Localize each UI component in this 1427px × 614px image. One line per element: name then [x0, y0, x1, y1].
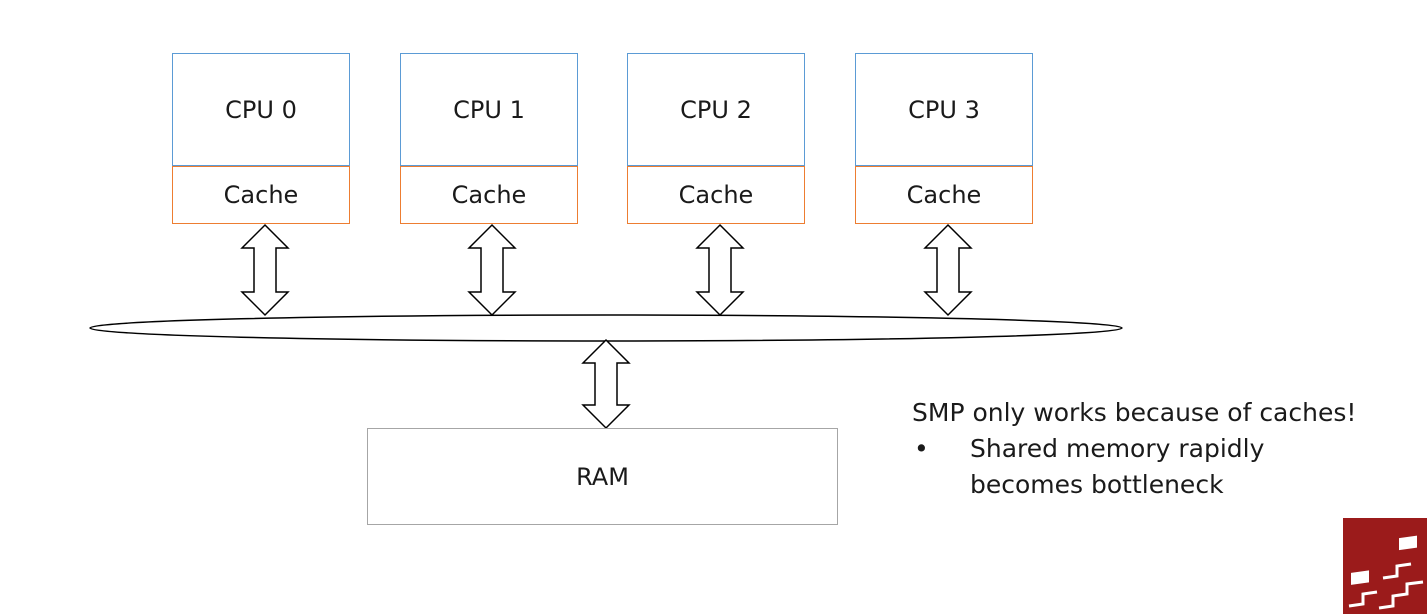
cpu-1-cache-box: Cache	[400, 166, 578, 224]
cpu-0-cache-label: Cache	[223, 181, 299, 209]
arrow-cpu0-bus	[240, 223, 290, 317]
double-headed-arrow-icon	[695, 223, 745, 317]
cpu-1-box: CPU 1	[400, 53, 578, 166]
cpu-3-box: CPU 3	[855, 53, 1033, 166]
bullet-dot-icon: •	[914, 434, 929, 463]
arrow-cpu3-bus	[923, 223, 973, 317]
cpu-3-label: CPU 3	[908, 95, 980, 124]
cpu-0-cache-box: Cache	[172, 166, 350, 224]
cpu-0-box: CPU 0	[172, 53, 350, 166]
cpu-2-cache-box: Cache	[627, 166, 805, 224]
double-headed-arrow-icon	[240, 223, 290, 317]
cpu-3-cache-label: Cache	[906, 181, 982, 209]
ram-label: RAM	[576, 462, 629, 491]
smp-note: SMP only works because of caches! • Shar…	[912, 395, 1412, 503]
note-bullet-item: • Shared memory rapidly becomes bottlene…	[912, 431, 1412, 503]
double-headed-arrow-icon	[581, 338, 631, 430]
ram-box: RAM	[367, 428, 838, 525]
cpu-2-label: CPU 2	[680, 95, 752, 124]
university-logo-icon	[1343, 518, 1427, 614]
shared-bus	[89, 314, 1123, 342]
note-heading: SMP only works because of caches!	[912, 398, 1357, 427]
arrow-cpu2-bus	[695, 223, 745, 317]
cpu-2-box: CPU 2	[627, 53, 805, 166]
note-bullet-text: Shared memory rapidly becomes bottleneck	[970, 434, 1265, 499]
cpu-3-cache-box: Cache	[855, 166, 1033, 224]
cpu-2-cache-label: Cache	[678, 181, 754, 209]
double-headed-arrow-icon	[923, 223, 973, 317]
arrow-bus-ram	[581, 338, 631, 430]
cpu-0-label: CPU 0	[225, 95, 297, 124]
arrow-cpu1-bus	[467, 223, 517, 317]
cpu-1-label: CPU 1	[453, 95, 525, 124]
cpu-1-cache-label: Cache	[451, 181, 527, 209]
double-headed-arrow-icon	[467, 223, 517, 317]
